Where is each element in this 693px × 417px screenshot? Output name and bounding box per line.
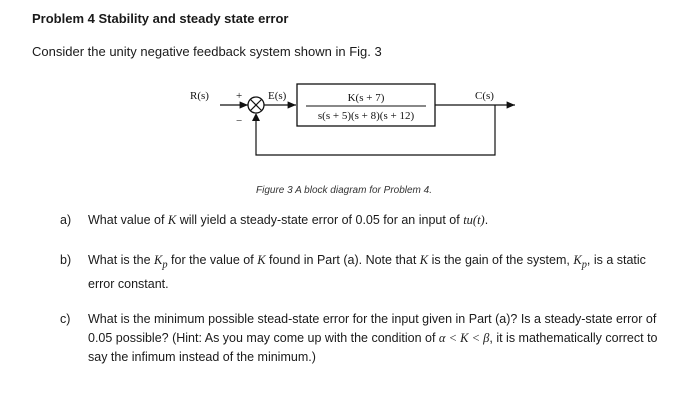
question-a-text: What value of K will yield a steady-stat… <box>88 213 489 227</box>
plus-sign: + <box>236 90 242 102</box>
minus-sign: − <box>236 115 242 127</box>
question-b-text: What is the Kp for the value of K found … <box>88 253 646 291</box>
output-label: C(s) <box>475 90 494 102</box>
error-label: E(s) <box>268 90 287 102</box>
intro-text: Consider the unity negative feedback sys… <box>32 44 382 59</box>
problem-title: Problem 4 Stability and steady state err… <box>32 11 289 26</box>
tf-denominator: s(s + 5)(s + 8)(s + 12) <box>318 110 415 122</box>
figure-caption: Figure 3 A block diagram for Problem 4. <box>256 185 433 196</box>
question-a: a) What value of K will yield a steady-s… <box>60 211 670 230</box>
question-c: c) What is the minimum possible stead-st… <box>60 310 670 367</box>
block-diagram: R(s) + − E(s) K(s + 7) s(s + 5)(s + 8)(s… <box>190 83 515 156</box>
feedback-path <box>255 105 496 156</box>
input-label: R(s) <box>190 90 209 102</box>
tf-numerator: K(s + 7) <box>348 92 385 104</box>
question-b: b) What is the Kp for the value of K fou… <box>60 251 670 294</box>
transfer-function-block <box>296 83 436 127</box>
question-b-label: b) <box>60 253 72 267</box>
question-c-text: What is the minimum possible stead-state… <box>88 312 658 364</box>
question-a-label: a) <box>60 213 72 227</box>
question-c-label: c) <box>60 312 71 326</box>
